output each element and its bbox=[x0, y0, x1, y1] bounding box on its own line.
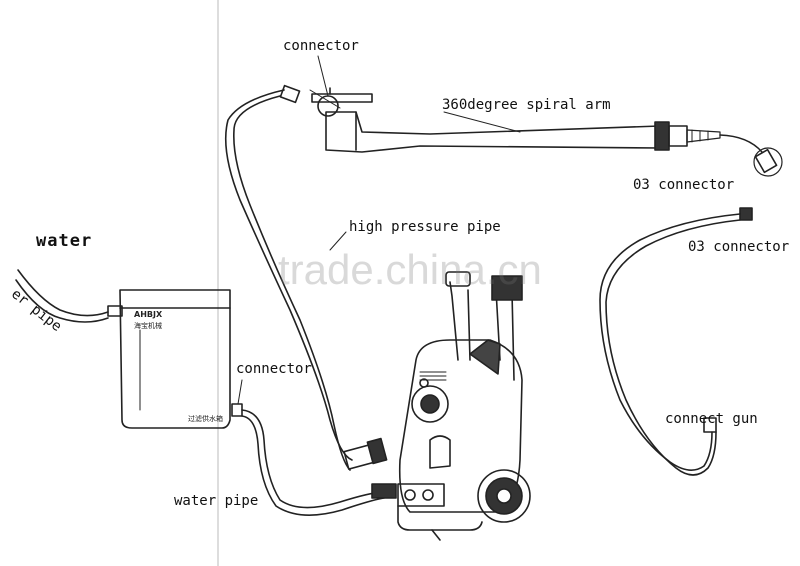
spiral-arm-leader bbox=[443, 111, 521, 133]
label-connector-top: connector bbox=[283, 38, 359, 54]
pressure-washer bbox=[397, 271, 531, 541]
left-water-pipe bbox=[17, 269, 109, 317]
gun-connection-pipe bbox=[599, 207, 753, 476]
label-high-pressure-pipe: high pressure pipe bbox=[349, 219, 501, 235]
label-03-connector-a: 03 connector bbox=[633, 177, 735, 193]
label-water-pipe-bottom: water pipe bbox=[174, 493, 259, 509]
label-water: water bbox=[36, 231, 93, 251]
high-pressure-pipe bbox=[224, 84, 388, 471]
spiral-arm bbox=[325, 111, 783, 177]
bottom-water-pipe bbox=[231, 403, 397, 516]
hp-pipe-leader bbox=[329, 231, 347, 251]
label-connect-gun: connect gun bbox=[665, 411, 758, 427]
tank-brand-cn: 海宝机械 bbox=[134, 322, 162, 330]
connector-top-leader bbox=[317, 55, 329, 97]
watermark: trade.china.cn bbox=[278, 246, 542, 293]
tank-brand: AHBJX bbox=[134, 310, 163, 319]
water-tank bbox=[107, 289, 231, 429]
label-connector-tank: connector bbox=[236, 361, 312, 377]
left-water-pipe-inner bbox=[15, 279, 109, 323]
label-03-connector-b: 03 connector bbox=[688, 239, 790, 255]
connector-tank-leader bbox=[237, 379, 243, 405]
label-spiral-arm: 360degree spiral arm bbox=[442, 97, 611, 113]
tank-caption-cn: 过滤供水箱 bbox=[188, 415, 223, 423]
